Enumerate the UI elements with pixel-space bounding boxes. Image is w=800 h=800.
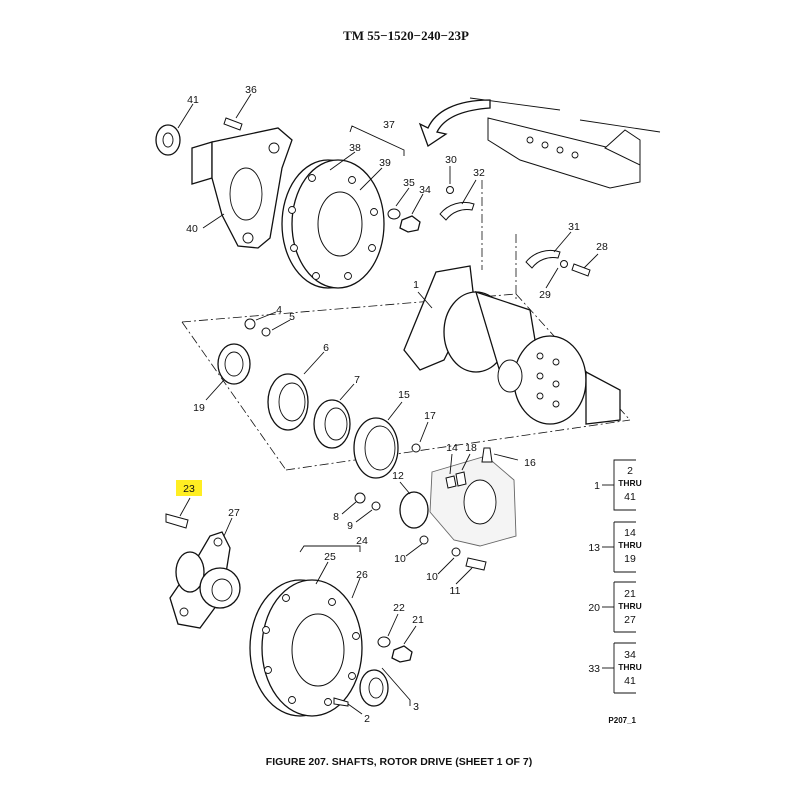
svg-text:14: 14	[624, 527, 636, 539]
callout-label: 10	[426, 571, 438, 583]
callout-label: 38	[349, 142, 361, 154]
aircraft-locator	[418, 97, 661, 189]
callout-label: 36	[245, 84, 257, 96]
callout-label: 9	[347, 520, 353, 532]
callout-label: 17	[424, 410, 436, 422]
callout-label: 37	[383, 119, 395, 131]
callout-label: 12	[392, 470, 404, 482]
index-tab-20: 20 21 THRU 27	[588, 581, 642, 633]
callout-label: 4	[276, 304, 282, 316]
callout-label: 31	[568, 221, 580, 233]
svg-text:2: 2	[627, 465, 633, 477]
callout-label: 19	[193, 402, 205, 414]
svg-text:41: 41	[624, 675, 636, 687]
callout-label: 3	[413, 701, 419, 713]
callout-label: 6	[323, 342, 329, 354]
callout-23-highlighted: 23	[183, 483, 195, 495]
callout-label: 15	[398, 389, 410, 401]
callout-label: 14	[446, 442, 458, 454]
callout-label: 26	[356, 569, 368, 581]
svg-text:THRU: THRU	[618, 601, 642, 611]
index-tab-1: 1 2 THRU 41	[594, 459, 642, 511]
svg-text:THRU: THRU	[618, 662, 642, 672]
index-tab-33: 33 34 THRU 41	[588, 642, 642, 694]
callout-label: 40	[186, 223, 198, 235]
callout-label: 24	[356, 535, 368, 547]
clamp-parts	[439, 186, 591, 277]
callout-label: 41	[187, 94, 199, 106]
callout-label: 18	[465, 442, 477, 454]
svg-text:THRU: THRU	[618, 540, 642, 550]
svg-text:33: 33	[588, 663, 600, 675]
svg-text:20: 20	[588, 602, 600, 614]
callout-label: 21	[412, 614, 424, 626]
lower-mount-assembly	[354, 447, 517, 571]
svg-text:13: 13	[588, 542, 600, 554]
callout-label: 39	[379, 157, 391, 169]
svg-text:THRU: THRU	[618, 478, 642, 488]
callout-label: 22	[393, 602, 405, 614]
callout-label: 25	[324, 551, 336, 563]
svg-text:21: 21	[624, 588, 636, 600]
image-code: P207_1	[608, 716, 636, 725]
svg-text:19: 19	[624, 553, 636, 565]
callout-label: 32	[473, 167, 485, 179]
gearbox-housing	[181, 180, 631, 471]
callout-label: 34	[419, 184, 431, 196]
index-tab-13: 13 14 THRU 19	[588, 521, 642, 573]
callout-label: 35	[403, 177, 415, 189]
callout-label: 5	[289, 311, 295, 323]
figure-caption: FIGURE 207. SHAFTS, ROTOR DRIVE (SHEET 1…	[266, 756, 532, 768]
callout-label: 1	[413, 279, 419, 291]
callout-label: 16	[524, 457, 536, 469]
svg-text:1: 1	[594, 480, 600, 492]
tm-number: TM 55−1520−240−23P	[343, 28, 469, 43]
callout-label: 8	[333, 511, 339, 523]
lower-flange-assembly	[165, 513, 413, 717]
callout-label: 2	[364, 713, 370, 725]
callout-label: 7	[354, 374, 360, 386]
index-tabs: 1 2 THRU 41 13 14 THRU 19 20 21 THRU	[588, 459, 642, 694]
callout-label: 30	[445, 154, 457, 166]
callout-label: 10	[394, 553, 406, 565]
svg-text:27: 27	[624, 614, 636, 626]
callout-label: 28	[596, 241, 608, 253]
highlight-marker	[176, 480, 202, 496]
bearing-stack	[217, 318, 421, 479]
callout-label: 11	[450, 585, 461, 597]
svg-text:41: 41	[624, 491, 636, 503]
callout-label: 27	[228, 507, 240, 519]
svg-text:34: 34	[624, 649, 636, 661]
callout-label: 29	[539, 289, 551, 301]
callout-leaders	[177, 93, 599, 715]
upper-flange-assembly	[155, 117, 421, 289]
part-callouts: 41 36 37 38 39 35 34 40 30 32 31 28 29 1…	[183, 84, 608, 725]
